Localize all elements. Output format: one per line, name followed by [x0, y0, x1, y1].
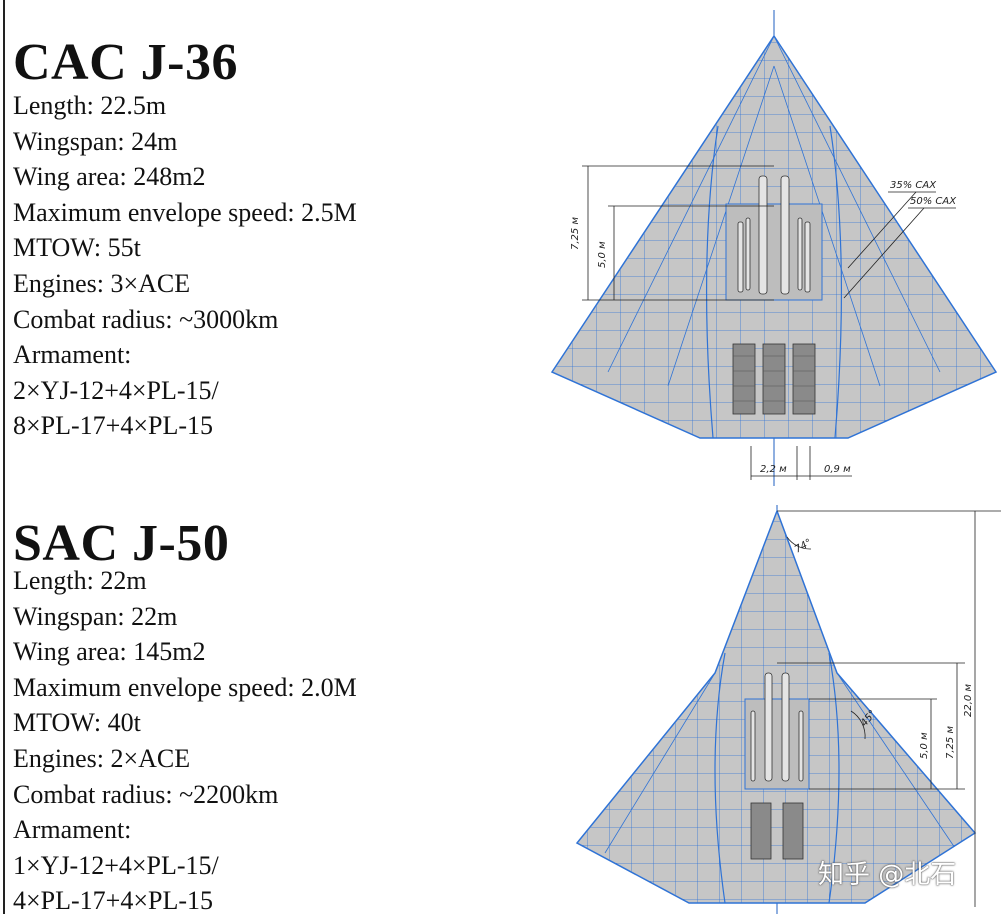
j50-spec-armament-label: Armament: — [13, 815, 132, 845]
left-border-rule — [3, 0, 5, 914]
j36-spec-list: Length: 22.5m Wingspan: 24m Wing area: 2… — [13, 88, 357, 444]
j50-spec-mtow: MTOW: 40t — [13, 708, 141, 738]
j36-dim-bay-inner: 5,0 м — [597, 241, 608, 268]
j50-dim-total-length: 22,0 м — [963, 684, 974, 717]
j50-spec-armament-option-1: 1×YJ-12+4×PL-15/ — [13, 850, 219, 880]
j36-dim-cax35: 35% CAX — [890, 180, 937, 191]
j36-spec-speed: Maximum envelope speed: 2.5M — [13, 197, 357, 227]
j50-dim-nose-angle: 74° — [793, 537, 814, 555]
j50-spec-engines: Engines: 2×ACE — [13, 743, 191, 773]
j36-spec-armament-label: Armament: — [13, 340, 132, 370]
j36-spec-armament-option-1: 2×YJ-12+4×PL-15/ — [13, 375, 219, 405]
j50-dim-bay-outer: 7,25 м — [945, 726, 956, 759]
j36-engines — [732, 343, 816, 415]
j50-spec-speed: Maximum envelope speed: 2.0M — [13, 672, 357, 702]
source-watermark: 知乎 @北石 — [818, 860, 957, 890]
j36-spec-armament-option-2: 8×PL-17+4×PL-15 — [13, 411, 213, 441]
j36-spec-combat-radius: Combat radius: ~3000km — [13, 304, 279, 334]
j36-dim-width-center: 2,2 м — [760, 464, 787, 475]
j50-spec-length: Length: 22m — [13, 566, 147, 595]
j50-title: SAC J-50 — [13, 515, 230, 572]
j36-spec-length: Length: 22.5m — [13, 91, 167, 120]
j50-planform-drawing: 74° 45° 5,0 м 7,25 м 22,0 м — [575, 505, 1001, 914]
j50-spec-list: Length: 22m Wingspan: 22m Wing area: 145… — [13, 563, 357, 919]
j50-engines — [750, 802, 804, 860]
j36-title: CAC J-36 — [13, 34, 238, 91]
j36-spec-wing-area: Wing area: 248m2 — [13, 162, 206, 192]
j36-planform-drawing: 7,25 м 5,0 м 35% CAX 50% CAX 2,2 м 0,9 м — [550, 10, 998, 486]
j50-spec-wing-area: Wing area: 145m2 — [13, 637, 206, 667]
j50-dim-bay-inner: 5,0 м — [919, 732, 930, 759]
j36-spec-block: CAC J-36 Length: 22.5m Wingspan: 24m Win… — [13, 36, 357, 444]
j50-spec-wingspan: Wingspan: 22m — [13, 601, 178, 631]
j50-weapon-bay — [744, 698, 810, 790]
j50-spec-block: SAC J-50 Length: 22m Wingspan: 22m Wing … — [13, 517, 357, 919]
j36-dim-bay-outer: 7,25 м — [570, 217, 581, 250]
j36-spec-wingspan: Wingspan: 24m — [13, 126, 178, 156]
j36-spec-engines: Engines: 3×ACE — [13, 268, 191, 298]
j50-dimension-lines — [777, 510, 1001, 907]
j36-spec-mtow: MTOW: 55t — [13, 233, 141, 263]
j36-dim-width-side: 0,9 м — [824, 464, 851, 475]
j36-dim-cax50: 50% CAX — [910, 196, 957, 207]
j50-spec-armament-option-2: 4×PL-17+4×PL-15 — [13, 886, 213, 916]
j50-missiles — [750, 672, 804, 782]
j36-engine-detail — [733, 355, 815, 402]
j36-missiles — [737, 175, 811, 295]
j36-dimension-lines — [582, 165, 956, 480]
j50-spec-combat-radius: Combat radius: ~2200km — [13, 779, 279, 809]
